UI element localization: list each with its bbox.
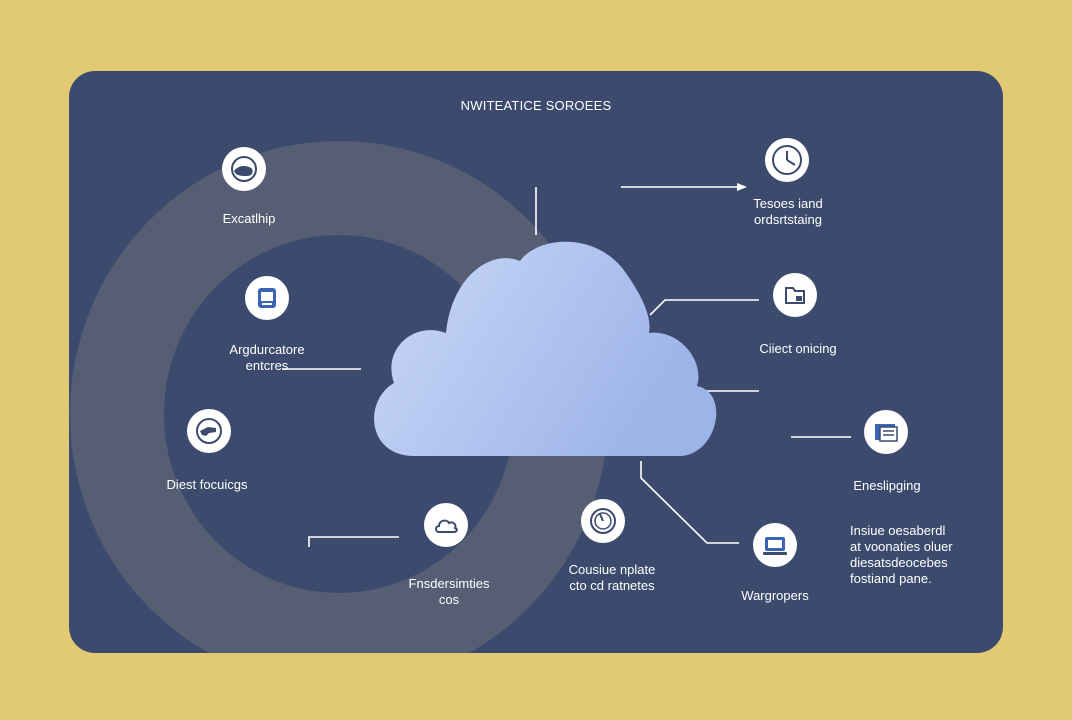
node-label-top-right: Tesoes iand ordsrtstaing xyxy=(753,196,823,227)
diagram-title: NWITEATICE SOROEES xyxy=(460,98,612,113)
node-label-bottom-right: Wargropers xyxy=(741,588,809,603)
note-text: Insiue oesaberdl at voonaties oluer dies… xyxy=(850,523,953,586)
gauge-icon xyxy=(581,499,625,543)
node-label-mid-left: Argdurcatore entcres xyxy=(229,342,305,373)
clock-icon xyxy=(765,138,809,182)
node-label-top-left: Excatlhip xyxy=(222,211,276,226)
node-label-low-right: Eneslipging xyxy=(853,478,921,493)
laptop-icon xyxy=(753,523,797,567)
cloud-icon xyxy=(424,503,468,547)
node-label-mid-right: Ciiect onicing xyxy=(759,341,837,356)
central-cloud xyxy=(374,241,717,456)
screens-icon xyxy=(864,410,908,454)
node-label-bottom-center: Cousiue nplate cto cd ratnetes xyxy=(568,562,656,593)
hand-icon xyxy=(187,409,231,453)
device-icon xyxy=(245,276,289,320)
diagram-panel: NWITEATICE SOROEES Excatlhip Argdurcator… xyxy=(69,71,1003,653)
globe-hand-icon xyxy=(222,147,266,191)
node-label-low-left: Diest focuicgs xyxy=(166,477,248,492)
diagram-canvas xyxy=(70,141,851,653)
connector-lines xyxy=(282,183,851,547)
folder-icon xyxy=(773,273,817,317)
node-label-bottom-left: Fnsdersimties cos xyxy=(408,576,490,607)
